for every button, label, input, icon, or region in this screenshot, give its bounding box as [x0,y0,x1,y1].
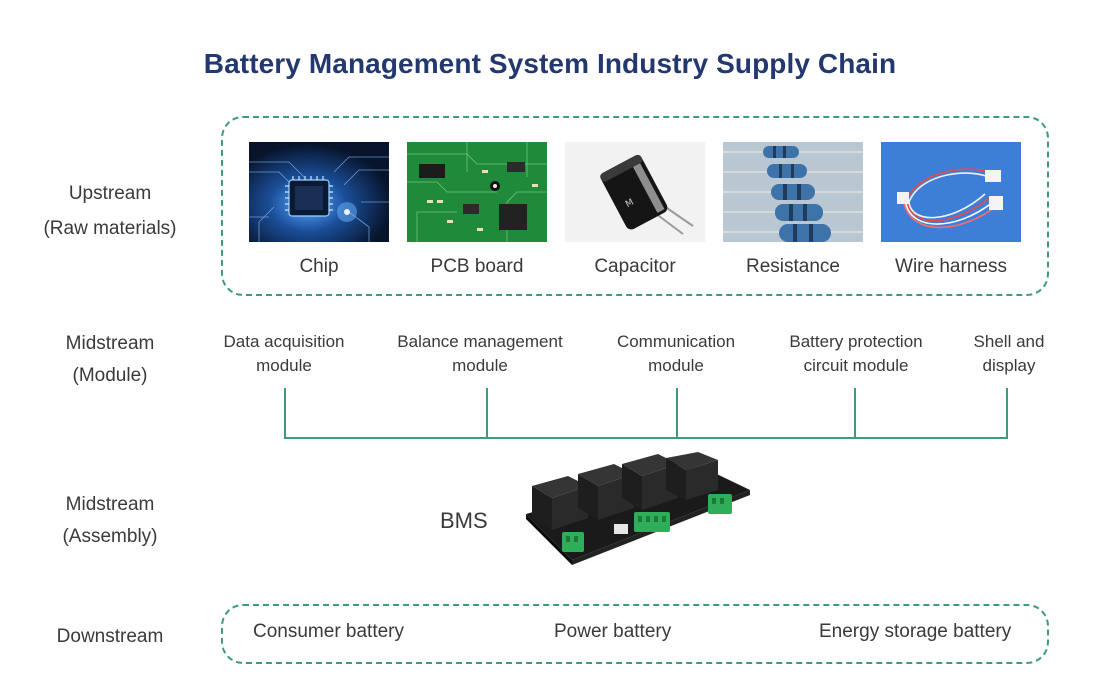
material-chip: Chip [249,142,389,277]
module-battery-protection-line1: Battery protection [789,332,923,351]
module-balance-management-line1: Balance management [397,332,563,351]
material-label-wire-harness: Wire harness [895,256,1007,277]
module-battery-protection-line2: circuit module [803,356,909,375]
bms-label: BMS [440,508,488,533]
row-label-midstream-module: Midstream (Module) [0,328,220,392]
module-shell-and-display-line2: display [982,356,1036,375]
svg-text:M: M [624,198,636,210]
wire-harness-photo-icon [881,142,1021,242]
module-data-acquisition-line2: module [256,356,312,375]
downstream-item-consumer-battery: Consumer battery [253,621,405,642]
module-communication-line2: module [648,356,704,375]
row-label-upstream-line2: (Raw materials) [43,218,177,239]
module-shell-and-display: Shell and display [949,330,1069,378]
material-label-capacitor: Capacitor [594,256,676,277]
material-label-resistance: Resistance [746,256,840,277]
pcb-board-photo-icon [407,142,547,242]
material-pcb-board: PCB board [407,142,547,277]
bms-device-photo-icon [526,452,750,565]
upstream-box [221,116,1049,296]
downstream-item-power-battery: Power battery [554,621,672,642]
downstream-item-energy-storage-battery: Energy storage battery [819,621,1012,642]
row-label-upstream-line1: Upstream [68,183,152,204]
material-wire-harness: Wire harness [881,142,1021,277]
row-label-midstream-assembly-line2: (Assembly) [62,526,158,547]
module-shell-and-display-line1: Shell and [973,332,1045,351]
diagram-title: Battery Management System Industry Suppl… [203,48,897,79]
downstream-box [221,604,1049,664]
material-label-pcb-board: PCB board [430,256,524,277]
row-label-downstream: Downstream [0,621,220,653]
row-label-upstream: Upstream (Raw materials) [0,178,220,245]
row-label-midstream-module-line2: (Module) [72,365,148,386]
material-capacitor: M Capacitor [565,142,705,277]
row-label-midstream-assembly-line1: Midstream [65,494,155,515]
chip-photo-icon [249,142,389,242]
row-label-midstream-module-line1: Midstream [65,333,155,354]
module-balance-management: Balance management module [380,330,580,378]
module-communication-line1: Communication [616,332,736,351]
module-communication: Communication module [576,330,776,378]
material-resistance: Resistance [723,142,863,277]
capacitor-photo-icon: M [565,142,705,242]
module-balance-management-line2: module [452,356,508,375]
resistor-photo-icon [723,142,863,242]
row-label-downstream-line1: Downstream [56,626,164,647]
module-battery-protection: Battery protection circuit module [756,330,956,378]
module-data-acquisition-line1: Data acquisition [223,332,345,351]
row-label-midstream-assembly: Midstream (Assembly) [0,489,220,553]
module-data-acquisition: Data acquisition module [184,330,384,378]
material-label-chip: Chip [299,256,339,277]
